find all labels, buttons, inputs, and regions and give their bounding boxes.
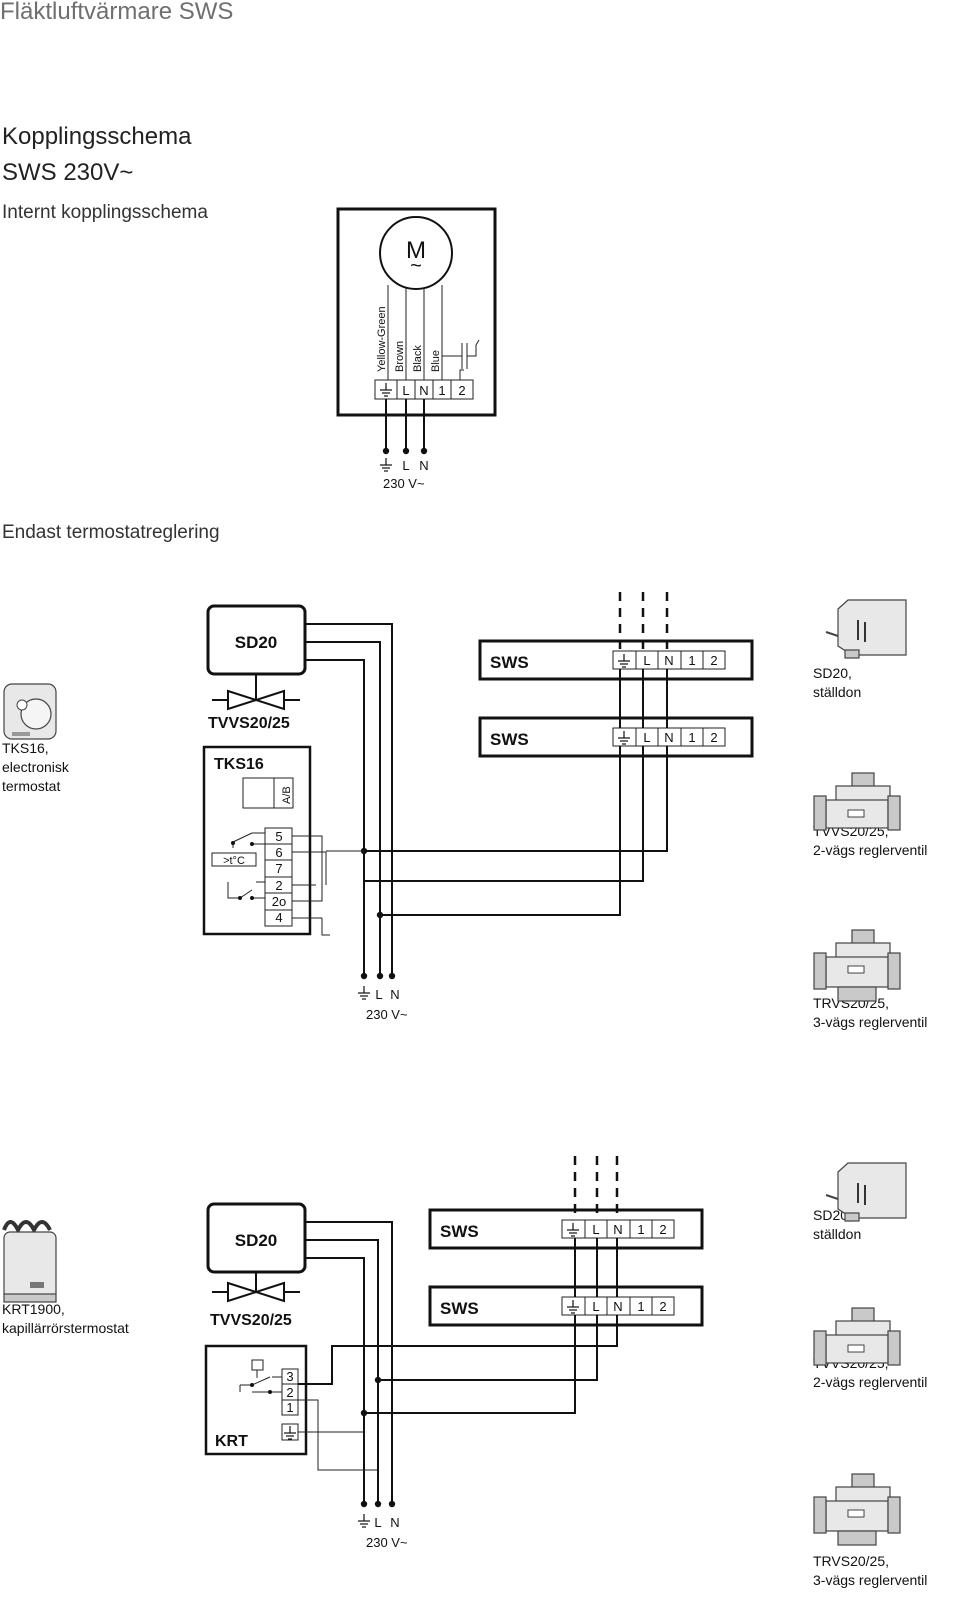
svg-text:L: L [375, 987, 382, 1002]
svg-text:5: 5 [275, 829, 282, 844]
svg-text:3: 3 [286, 1369, 293, 1384]
actuator-sd20-icon [825, 599, 907, 659]
page-title: Fläktluftvärmare SWS [0, 0, 234, 25]
svg-text:2: 2 [458, 383, 465, 398]
svg-text:L: L [592, 1222, 599, 1237]
wire-label-black: Black [412, 345, 424, 372]
tks16-box [202, 745, 312, 936]
tks16-wiring-diagram: SD20 TVVS20/25 TKS16 A/B 5 6 7 2 2o 4 [202, 592, 754, 1022]
svg-text:4: 4 [275, 910, 282, 925]
internal-terminal-strip: L N 1 2 [374, 379, 474, 400]
sd20-caption: SD20, ställdon [813, 665, 862, 700]
svg-text:SWS: SWS [490, 653, 529, 672]
svg-text:N: N [390, 1515, 399, 1530]
svg-text:1: 1 [286, 1400, 293, 1415]
thermostat-tks16-icon [3, 683, 57, 740]
svg-text:2: 2 [659, 1222, 666, 1237]
trvs-caption-2: TRVS20/25, 3-vägs reglerventil [813, 1553, 928, 1588]
sws-enclosure [336, 207, 497, 417]
motor-icon [379, 216, 453, 290]
svg-text:1: 1 [438, 383, 445, 398]
svg-text:2: 2 [275, 878, 282, 893]
krt-wiring-diagram: SD20 TVVS20/25 KRT 3 2 1 SWS SWS [204, 1156, 704, 1550]
valve-3way-icon [813, 929, 901, 1002]
svg-text:L: L [592, 1299, 599, 1314]
svg-text:TKS16: TKS16 [214, 756, 264, 773]
valve-2way-icon-2 [813, 1307, 901, 1366]
svg-text:N: N [390, 987, 399, 1002]
svg-text:1: 1 [637, 1222, 644, 1237]
motor-symbol: M [406, 237, 426, 264]
capacitor-icon [442, 339, 480, 369]
temp-symbol: >t°C [223, 855, 245, 867]
svg-text:N: N [419, 383, 428, 398]
actuator-sd20-icon-2 [825, 1162, 907, 1222]
valve-3way-icon-2 [813, 1473, 901, 1546]
tks16-terminal-block: 5 6 7 2 2o 4 [264, 827, 293, 927]
section1-subheading: Internt kopplingsschema [2, 202, 208, 223]
svg-text:2: 2 [710, 730, 717, 745]
valve-2way-icon [813, 772, 901, 831]
svg-text:N: N [419, 458, 428, 473]
svg-text:SWS: SWS [440, 1299, 479, 1318]
wire-label-brown: Brown [394, 341, 406, 372]
svg-text:KRT: KRT [215, 1433, 248, 1450]
section2-heading: Endast termostatreglering [2, 522, 220, 543]
svg-text:N: N [664, 653, 673, 668]
svg-text:A/B: A/B [281, 786, 293, 804]
supply-label-3: 230 V~ [366, 1535, 408, 1550]
supply-label-2: 230 V~ [366, 1007, 408, 1022]
svg-text:N: N [613, 1299, 622, 1314]
sws-box-2 [478, 716, 754, 758]
svg-text:2: 2 [286, 1385, 293, 1400]
svg-text:1: 1 [688, 653, 695, 668]
svg-text:N: N [613, 1222, 622, 1237]
ground-icon [379, 382, 393, 397]
svg-text:2: 2 [659, 1299, 666, 1314]
svg-text:7: 7 [275, 861, 282, 876]
sws-terminal-strip-2: L N 1 2 [612, 727, 726, 747]
svg-text:L: L [643, 730, 650, 745]
sws-terminal-strip-1: L N 1 2 [612, 650, 726, 670]
svg-text:L: L [643, 653, 650, 668]
svg-text:L: L [374, 1515, 381, 1530]
svg-text:2: 2 [710, 653, 717, 668]
svg-text:1: 1 [637, 1299, 644, 1314]
svg-text:1: 1 [688, 730, 695, 745]
svg-text:SD20: SD20 [235, 633, 278, 652]
svg-text:6: 6 [275, 845, 282, 860]
sws-box-3 [428, 1208, 704, 1250]
section1-heading-line1: Kopplingsschema [2, 123, 192, 150]
svg-text:SWS: SWS [440, 1222, 479, 1241]
sws-box-1 [478, 639, 754, 681]
internal-wiring-diagram: M ~ Yellow-Green Brown Black Blue L N 1 … [336, 207, 497, 491]
svg-text:SWS: SWS [490, 730, 529, 749]
supply-label-1: 230 V~ [383, 476, 425, 491]
thermostat-krt1900-icon [2, 1220, 57, 1303]
svg-text:L: L [402, 383, 409, 398]
svg-text:2o: 2o [272, 894, 286, 909]
wire-label-blue: Blue [430, 350, 442, 372]
motor-tilde: ~ [410, 255, 422, 277]
svg-text:SD20: SD20 [235, 1231, 278, 1250]
krt1900-caption: KRT1900, kapillärrörstermostat [2, 1301, 129, 1336]
svg-text:TVVS20/25: TVVS20/25 [208, 715, 290, 732]
svg-text:N: N [664, 730, 673, 745]
wire-label-yellow-green: Yellow-Green [376, 306, 388, 372]
tks16-caption: TKS16, electronisk termostat [2, 740, 69, 794]
svg-text:L: L [402, 458, 409, 473]
section1-heading-line2: SWS 230V~ [2, 159, 134, 186]
sws-box-4 [428, 1285, 704, 1327]
svg-text:TVVS20/25: TVVS20/25 [210, 1312, 292, 1329]
